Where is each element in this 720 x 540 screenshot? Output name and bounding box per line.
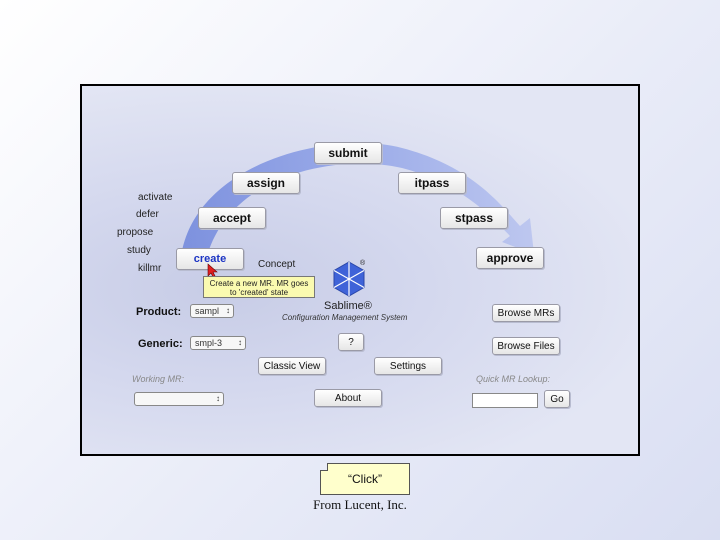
help-button[interactable]: ? bbox=[338, 333, 364, 351]
working-mr-label: Working MR: bbox=[132, 374, 185, 384]
product-value: sampl bbox=[195, 306, 220, 316]
working-mr-select[interactable]: ↕ bbox=[134, 392, 224, 406]
logo-name: Sablime® bbox=[324, 300, 372, 312]
approve-button[interactable]: approve bbox=[476, 247, 544, 269]
assign-button[interactable]: assign bbox=[232, 172, 300, 194]
sablime-window: submit assign itpass accept stpass creat… bbox=[80, 84, 640, 456]
generic-label: Generic: bbox=[138, 338, 183, 350]
stage-activate[interactable]: activate bbox=[138, 192, 173, 203]
credit-text: From Lucent, Inc. bbox=[313, 497, 407, 512]
quick-lookup-label: Quick MR Lookup: bbox=[476, 374, 551, 384]
logo-subtitle: Configuration Management System bbox=[282, 313, 408, 322]
concept-label: Concept bbox=[258, 259, 296, 270]
workflow-arc bbox=[182, 143, 534, 256]
browse-mrs-button[interactable]: Browse MRs bbox=[492, 304, 560, 322]
stage-killmr[interactable]: killmr bbox=[138, 263, 162, 274]
logo-trademark: ® bbox=[360, 260, 366, 267]
itpass-button[interactable]: itpass bbox=[398, 172, 466, 194]
quick-lookup-input[interactable] bbox=[472, 393, 538, 408]
select-arrows-icon: ↕ bbox=[226, 306, 230, 315]
submit-button[interactable]: submit bbox=[314, 142, 382, 164]
stage-propose[interactable]: propose bbox=[117, 227, 154, 238]
click-caption: “Click” bbox=[348, 472, 382, 486]
select-arrows-icon: ↕ bbox=[238, 338, 242, 347]
product-label: Product: bbox=[136, 306, 182, 318]
stage-study[interactable]: study bbox=[127, 245, 151, 256]
select-arrows-icon: ↕ bbox=[216, 394, 220, 403]
generic-select[interactable]: smpl-3 ↕ bbox=[190, 336, 246, 350]
go-button[interactable]: Go bbox=[544, 390, 570, 408]
stpass-button[interactable]: stpass bbox=[440, 207, 508, 229]
browse-files-button[interactable]: Browse Files bbox=[492, 337, 560, 355]
sablime-logo-icon bbox=[333, 261, 365, 297]
create-tooltip: Create a new MR. MR goes to 'created' st… bbox=[203, 276, 315, 298]
about-button[interactable]: About bbox=[314, 389, 382, 407]
click-caption-box: “Click” bbox=[320, 463, 410, 495]
folded-corner-icon bbox=[320, 463, 328, 471]
accept-button[interactable]: accept bbox=[198, 207, 266, 229]
stage-defer[interactable]: defer bbox=[136, 209, 159, 220]
product-select[interactable]: sampl ↕ bbox=[190, 304, 234, 318]
classic-view-button[interactable]: Classic View bbox=[258, 357, 326, 375]
settings-button[interactable]: Settings bbox=[374, 357, 442, 375]
generic-value: smpl-3 bbox=[195, 338, 223, 348]
